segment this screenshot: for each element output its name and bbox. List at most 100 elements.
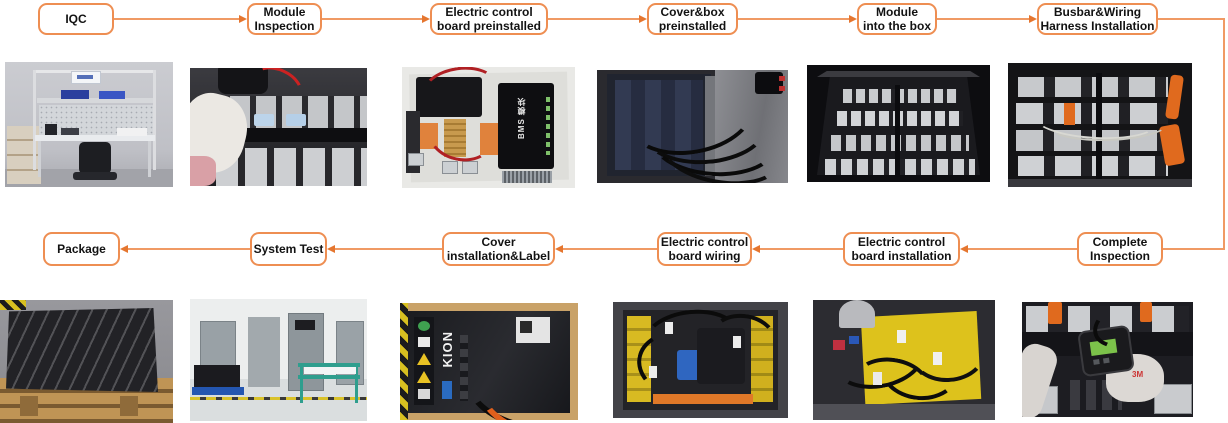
module-divider [1096,73,1102,179]
plastic-wrap-sheen [6,308,158,392]
module-divider [895,85,900,177]
photo-package-pallet [0,300,173,423]
cell-wall-right [751,316,773,402]
cable-label [649,366,657,378]
step-label: Electric control board installation [851,235,952,263]
blue-bin [99,91,125,99]
orange-clamp [1140,302,1152,322]
blue-bin [61,90,89,99]
bench-rail [298,363,360,367]
step-label: Module into the box [863,5,931,33]
pack-rail [813,404,995,420]
step-cover-installation-label: Cover installation&Label [442,232,555,266]
step-board-preinstalled: Electric control board preinstalled [430,3,548,35]
red-connector [833,340,845,350]
blue-pad [286,114,306,126]
step-complete-inspection: Complete Inspection [1077,232,1163,266]
desk-top [35,135,155,141]
step-label: Cover installation&Label [446,235,551,263]
arrow-right-icon [849,15,857,23]
black-module [416,77,482,117]
arrow-right-icon [639,15,647,23]
green-sticker [418,321,430,331]
step-label: Module Inspection [254,5,315,33]
busbar-plate-row [216,148,367,186]
blue-pallet [192,387,244,395]
red-tip [779,76,785,81]
arrow-left-icon [327,245,335,253]
step-label: Package [57,242,106,256]
station-sign [71,71,101,84]
papers [117,128,147,136]
step-package: Package [43,232,120,266]
step-label: IQC [65,12,87,26]
step-board-wiring: Electric control board wiring [657,232,752,266]
step-cover-box-preinstalled: Cover&box preinstalled [647,3,738,35]
photo-pack-cover-label: KION [400,303,578,420]
red-tip [779,86,785,91]
silver-terminal [408,153,424,166]
step-label: Electric control board wiring [660,235,749,263]
arrow-left-icon [960,245,968,253]
test-cabinet [248,317,280,387]
step-board-installation: Electric control board installation [843,232,960,266]
blue-sublabel [442,381,452,399]
orange-busbar-tab [1064,103,1075,125]
terminal-column [460,335,468,401]
spec-label [516,317,550,343]
hazard-strip [400,303,408,420]
gray-cone [839,300,875,328]
photo-board-wiring [613,302,788,418]
bench-frame-right [153,70,156,170]
test-cabinet [336,321,364,385]
bench-shelf [304,367,356,374]
step-module-inspection: Module Inspection [247,3,322,35]
step-system-test: System Test [250,232,327,266]
office-chair-seat [73,172,117,180]
pegboard [39,105,153,135]
hazard-floor-line [190,397,367,400]
blue-connector [849,336,859,344]
photo-iqc-workbench [5,62,173,187]
photo-board-installation [813,300,995,420]
pallet-block [20,396,38,416]
photo-busbar-harness [1008,63,1192,187]
bench-frame-left [33,70,36,170]
bms-module: BMS 模块 [498,83,554,169]
photo-system-test [190,299,367,421]
connector-block [755,72,783,94]
desk-phone [45,124,57,135]
glove-cuff [190,156,216,186]
white-sticker [418,337,430,347]
photo-cover-box [597,70,788,183]
test-cabinet [288,313,324,391]
step-label: System Test [253,242,324,256]
bench-leg [355,363,358,403]
white-sticker [418,389,430,399]
tester-button [1093,359,1100,365]
kion-logo: KION [440,331,455,368]
cable-label [733,336,741,348]
orange-pad [420,123,438,149]
busbar-row [1018,156,1168,176]
battery-pack-under-test [194,365,240,387]
photo-complete-inspection: 3M [1022,302,1193,417]
cell-stack [615,80,703,170]
arrow-left-icon [120,245,128,253]
step-label: Electric control board preinstalled [436,5,542,33]
desk-leg [148,141,151,177]
desk-leg [38,141,41,177]
heatsink-label [502,171,552,183]
hazard-strip [0,300,26,310]
arrow-right-icon [422,15,430,23]
connector-housing [218,68,268,94]
tie-label [897,330,906,343]
cell-row [837,111,963,126]
photo-module-inspection [190,68,367,186]
shrink-wrapped-pack [6,308,158,392]
glove-brand-label: 3M [1132,370,1144,379]
box-rim [817,71,980,77]
frame-edge [705,76,715,176]
module-rail [220,128,367,142]
